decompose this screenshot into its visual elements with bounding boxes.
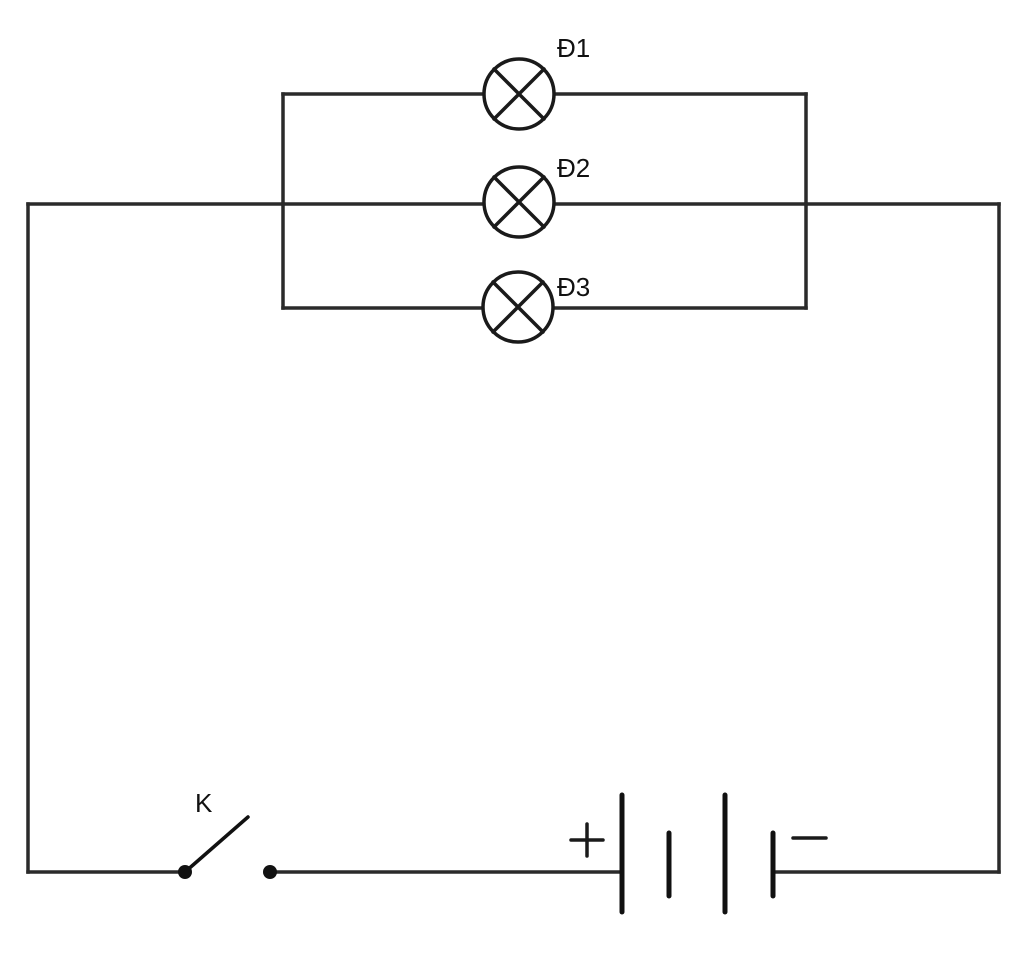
minus-sign-label: − [809,847,810,849]
lamp-1-label: Đ1 [557,33,590,63]
lamp-2-label: Đ2 [557,153,590,183]
battery-icon [619,792,776,915]
switch-label: K [195,788,213,818]
parallel-branch-wires [281,92,808,310]
lamp-3-icon [481,270,555,344]
plus-sign-icon [569,822,605,858]
lamp-3-label: Đ3 [557,272,590,302]
lamp-2-icon [482,165,556,239]
switch-icon [178,815,277,879]
main-loop-wires [26,202,1001,874]
lamp-1-icon [482,57,556,131]
